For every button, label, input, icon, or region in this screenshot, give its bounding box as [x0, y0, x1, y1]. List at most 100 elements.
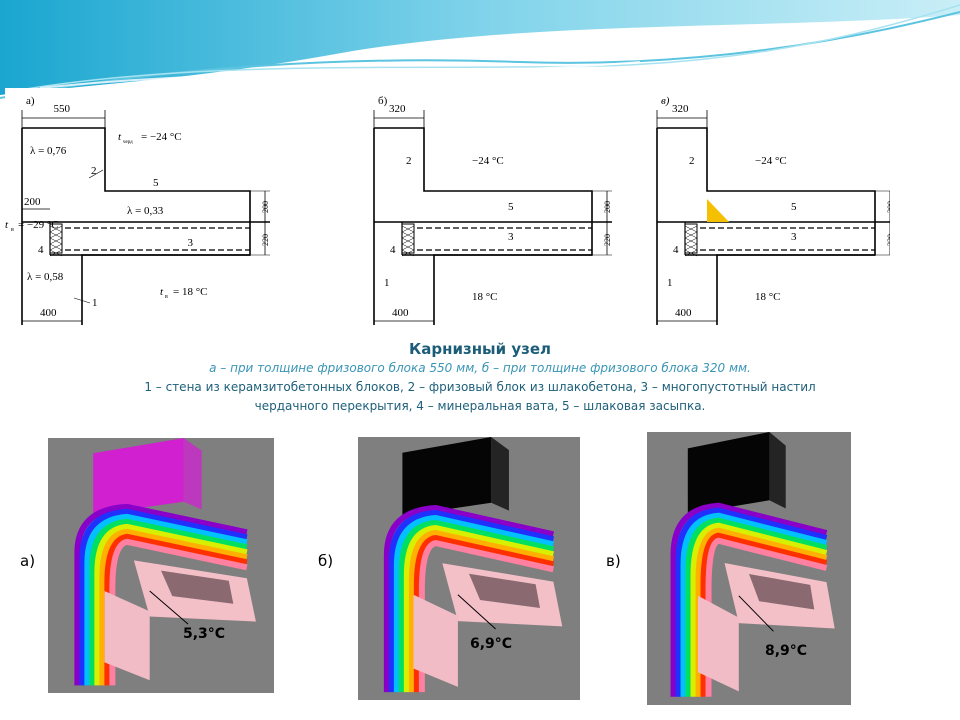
temperature-gradient-band — [99, 528, 248, 686]
lambda-wall: λ = 0,58 — [27, 271, 64, 283]
temperature-pointer-line — [149, 590, 189, 625]
label-slab-3: 3 — [188, 237, 194, 249]
slab-shadow — [469, 573, 541, 608]
outdoor-temp-sub: в — [11, 227, 14, 233]
caption-line-legend-2: чердачного перекрытия, 4 – минеральная в… — [254, 399, 706, 413]
dimension-offset: 200 — [24, 196, 41, 208]
label-slag-fill-5: 5 — [508, 201, 514, 213]
caption-line-variants: а – при толщине фризового блока 550 мм, … — [209, 361, 751, 375]
slab-shadow — [749, 573, 815, 610]
upper-column-side — [491, 437, 509, 511]
temperature-readout-a: 5,3°C — [183, 626, 226, 642]
temperature-gradient-band — [104, 533, 248, 686]
thermal-label-a: а) — [20, 552, 36, 570]
insulation-hatch — [49, 225, 63, 233]
mineral-wool-insulation — [401, 223, 415, 254]
decorative-wave-header — [0, 0, 960, 99]
upper-column — [687, 432, 770, 514]
indoor-temp-symbol: t — [160, 286, 164, 298]
temperature-gradient-band — [388, 509, 555, 693]
temperature-gradient-band — [109, 538, 248, 686]
temperature-gradient-band — [94, 523, 248, 686]
upper-column-side — [183, 438, 202, 510]
temperature-gradient-band — [705, 537, 828, 697]
diagram-letter: а) — [26, 95, 35, 107]
leader-line — [88, 169, 104, 179]
temperature-gradient-band — [89, 518, 248, 686]
temperature-gradient-band — [690, 522, 828, 697]
label-slab-3: 3 — [508, 231, 514, 243]
indoor-temp-sub: в — [165, 294, 168, 300]
temperature-gradient-band — [700, 532, 828, 697]
lambda-frieze-block: λ = 0,76 — [30, 145, 67, 157]
indoor-temp: 18 °C — [755, 291, 781, 303]
wall-block — [698, 595, 739, 692]
temperature-gradient-band — [74, 503, 248, 686]
temperature-gradient-band — [393, 514, 555, 693]
label-insulation-4: 4 — [390, 244, 396, 256]
temperature-gradient-band — [84, 513, 248, 686]
insulation-hatch — [684, 243, 698, 251]
insulation-hatch — [684, 249, 698, 257]
temperature-gradient-band — [398, 519, 555, 693]
temperature-gradient-band — [685, 517, 828, 697]
insulation-hatch — [401, 225, 415, 233]
temperature-gradient-band — [670, 502, 828, 697]
temperature-gradient-band — [675, 507, 828, 697]
temperature-readout-b: 6,9°C — [470, 636, 513, 652]
slab-shadow — [161, 570, 234, 604]
insulation-hatch — [49, 237, 63, 245]
temperature-gradient-band — [418, 539, 555, 693]
dimension-top-width: 320 — [672, 103, 689, 115]
insulation-hatch — [401, 243, 415, 251]
temperature-gradient-band — [79, 508, 248, 686]
temperature-gradient-band — [403, 524, 555, 693]
indoor-temp-value: = 18 °C — [173, 286, 207, 298]
diagram-letter: б) — [378, 95, 388, 107]
label-slag-fill-5: 5 — [153, 177, 159, 189]
thermal-image-c — [647, 432, 851, 705]
dimension-fill-height: 200 — [886, 201, 890, 213]
attic-temp: −24 °C — [755, 155, 787, 167]
insulation-hatch — [401, 237, 415, 245]
temperature-gradient-band — [680, 512, 828, 697]
insulation-hatch — [684, 231, 698, 239]
dimension-bottom-width: 400 — [392, 307, 409, 319]
temperature-pointer-line — [738, 595, 774, 632]
dimension-slab-height: 220 — [886, 234, 890, 246]
caption-line-legend-1: 1 – стена из керамзитобетонных блоков, 2… — [144, 380, 816, 394]
thermal-label-c: в) — [606, 552, 621, 570]
label-wall-1: 1 — [92, 297, 98, 309]
insulation-hatch — [49, 249, 63, 257]
temperature-readout-c: 8,9°C — [765, 643, 808, 659]
insulation-hatch — [401, 231, 415, 239]
dimension-bottom-width: 400 — [40, 307, 57, 319]
indoor-temp: 18 °C — [472, 291, 498, 303]
attic-temp: −24 °C — [472, 155, 504, 167]
label-frieze-block-2: 2 — [406, 155, 412, 167]
dimension-slab-height: 220 — [603, 234, 612, 246]
insulation-hatch — [401, 249, 415, 257]
insulation-hatch — [49, 243, 63, 251]
diagram-letter: в) — [661, 95, 670, 107]
dimension-bottom-width: 400 — [675, 307, 692, 319]
label-wall-1: 1 — [384, 277, 390, 289]
outdoor-temp-symbol: t — [5, 219, 9, 231]
thermal-label-b: б) — [318, 552, 334, 570]
insulation-hatch — [49, 231, 63, 239]
temperature-gradient-band — [408, 529, 555, 693]
triangular-insert-wedge — [707, 199, 729, 222]
attic-temp-symbol: t — [118, 131, 122, 143]
label-wall-1: 1 — [667, 277, 673, 289]
attic-temp-sub: черд — [123, 140, 133, 145]
thermal-image-b — [358, 437, 580, 700]
dimension-fill-height: 200 — [261, 201, 270, 213]
label-insulation-4: 4 — [673, 244, 679, 256]
upper-column-side — [769, 432, 786, 509]
dimension-top-width: 550 — [54, 103, 71, 115]
label-frieze-block-2: 2 — [91, 165, 97, 177]
dimension-slab-height: 220 — [261, 234, 270, 246]
label-slag-fill-5: 5 — [791, 201, 797, 213]
